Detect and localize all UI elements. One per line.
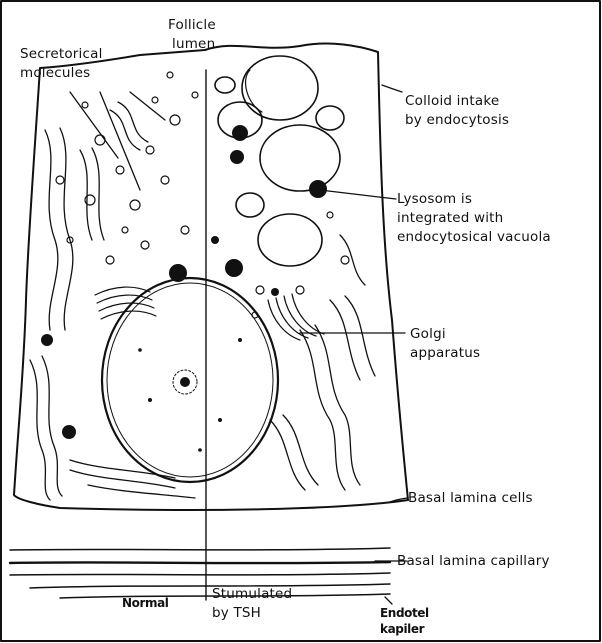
endothel-line-2: kapiler [380,621,429,637]
label-golgi-apparatus: Golgi apparatus [410,325,480,363]
nucleus [102,278,278,482]
follicle-line-1: Follicle [168,16,216,35]
cell-membrane [14,44,408,510]
colloid-line-2: by endocytosis [405,111,509,130]
label-lysosome: Lysosom is integrated with endocytosical… [397,190,551,247]
label-secretory-molecules: Secretorical molecules [20,45,103,83]
lysosomes [41,125,327,439]
stimulated-line-2: by TSH [212,604,292,623]
colloid-line-1: Colloid intake [405,92,509,111]
follicle-line-2: lumen [168,35,216,54]
stimulated-line-1: Stumulated [212,585,292,604]
basal-laminae [10,548,390,598]
secretory-line-2: molecules [20,64,103,83]
label-colloid-intake: Colloid intake by endocytosis [405,92,509,130]
lysosome-line-2: integrated with [397,209,551,228]
endoplasmic-reticulum [30,102,375,500]
lysosome-line-1: Lysosom is [397,190,551,209]
label-normal: Normal [122,595,169,611]
endothel-line-1: Endotel [380,605,429,621]
label-stimulated-by-tsh: Stumulated by TSH [212,585,292,623]
lysosome-line-3: endocytosical vacuola [397,228,551,247]
label-endothel-capillary: Endotel kapiler [380,605,429,637]
golgi-line-1: Golgi [410,325,480,344]
label-basal-lamina-capillary: Basal lamina capillary [397,552,550,571]
golgi-line-2: apparatus [410,344,480,363]
secretory-line-1: Secretorical [20,45,103,64]
label-basal-lamina-cells: Basal lamina cells [408,489,533,508]
label-follicle-lumen: Follicle lumen [168,16,216,54]
secretory-vesicles [56,72,349,318]
